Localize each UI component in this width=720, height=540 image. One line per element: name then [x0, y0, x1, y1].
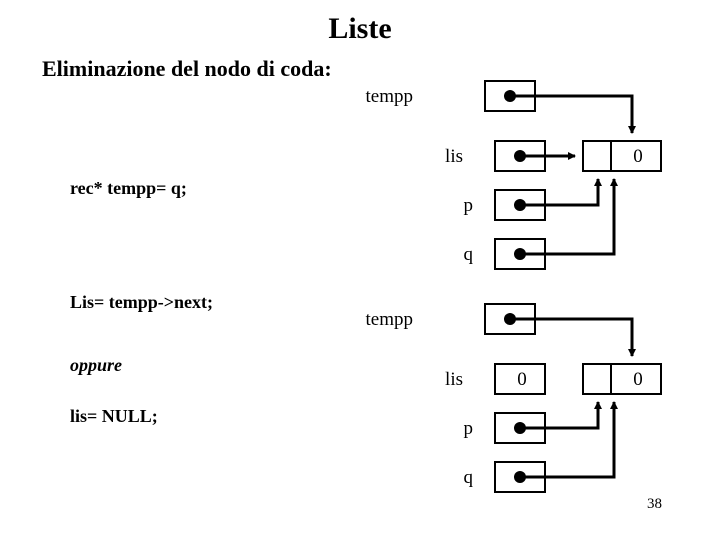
pointer-dot-icon — [514, 150, 526, 162]
pointer-dot-icon — [514, 471, 526, 483]
bottom-var-label-q: q — [463, 467, 474, 488]
pointer-dot-icon — [504, 90, 516, 102]
bottom-var-box-lis: 0 — [494, 363, 546, 395]
pointer-dot-icon — [514, 248, 526, 260]
top-var-label-q: q — [463, 244, 474, 265]
bottom-var-label-p: p — [463, 418, 474, 439]
code-line-2: Lis= tempp->next; — [70, 292, 214, 312]
code-line-1: rec* tempp= q; — [70, 178, 187, 198]
pointer-dot-icon — [504, 313, 516, 325]
bottom-var-box-q — [494, 461, 546, 493]
top-var-box-q — [494, 238, 546, 270]
slide-subtitle: Eliminazione del nodo di coda: — [42, 56, 332, 81]
top-var-box-lis — [494, 140, 546, 172]
pointer-dot-icon — [514, 199, 526, 211]
bottom-var-box-p — [494, 412, 546, 444]
code-line-3: oppure — [70, 355, 123, 375]
top-var-box-p — [494, 189, 546, 221]
bottom-node-data-value: 0 — [633, 369, 643, 390]
top-var-label-tempp: tempp — [365, 86, 414, 107]
bottom-var-box-tempp — [484, 303, 536, 335]
pointer-dot-icon — [514, 422, 526, 434]
bottom-var-value-lis: 0 — [517, 369, 527, 390]
bottom-var-label-tempp: tempp — [365, 309, 414, 330]
top-node-data-field: 0 — [610, 140, 662, 172]
code-line-4: lis= NULL; — [70, 406, 158, 426]
top-var-label-lis: lis — [445, 146, 463, 167]
top-var-label-p: p — [463, 195, 474, 216]
page-number: 38 — [647, 496, 662, 512]
bottom-node-data-field: 0 — [610, 363, 662, 395]
bottom-var-label-lis: lis — [445, 369, 463, 390]
top-node-data-value: 0 — [633, 146, 643, 167]
slide-title: Liste — [328, 12, 392, 45]
top-var-box-tempp — [484, 80, 536, 112]
